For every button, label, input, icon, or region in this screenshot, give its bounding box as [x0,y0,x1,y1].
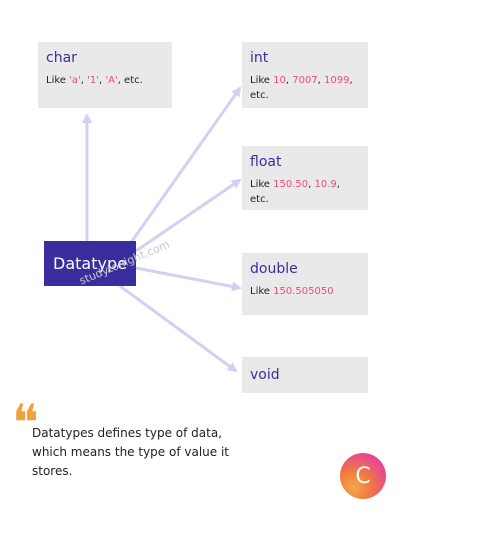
void-box: void [242,357,368,393]
float-description: Like 150.50, 10.9, etc. [250,179,340,205]
double-title: double [250,261,298,277]
int-box: int Like 10, 7007, 1099, etc. [242,42,368,108]
arrow-to-int [128,86,242,245]
arrow-to-double [135,266,242,292]
arrow-to-void [119,284,238,373]
double-description: Like 150.505050 [250,286,334,297]
char-box: char Like 'a', '1', 'A', etc. [38,42,172,108]
quote-icon: ❝ [12,394,39,452]
void-title: void [250,367,280,383]
int-title: int [250,50,269,66]
int-description: Like 10, 7007, 1099, etc. [250,75,353,101]
quote-text: Datatypes defines type of data, which me… [32,426,230,478]
double-box: double Like 150.505050 [242,253,368,315]
float-box: float Like 150.50, 10.9, etc. [242,146,368,210]
float-title: float [250,154,282,170]
char-description: Like 'a', '1', 'A', etc. [46,75,143,86]
char-title: char [46,50,77,66]
datatype-node: Datatype [44,241,136,286]
arrow-to-float [135,178,242,253]
logo: C [340,453,386,499]
